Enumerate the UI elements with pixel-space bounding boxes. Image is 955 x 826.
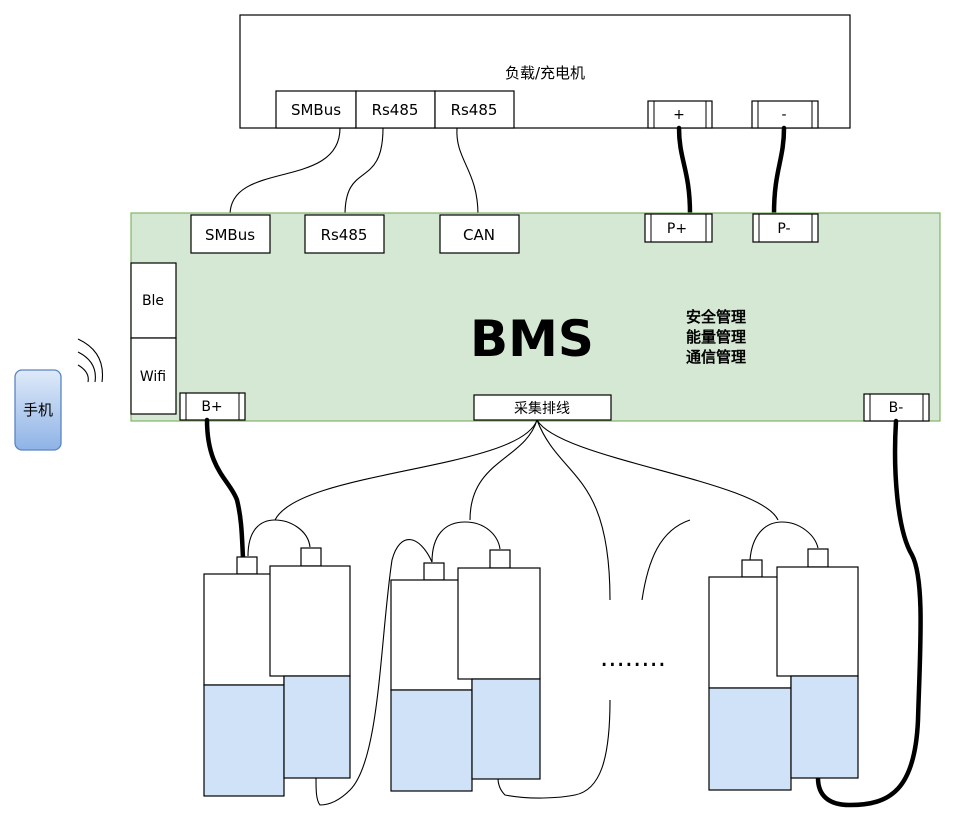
cable-b-plus [204,417,246,561]
lc-port-rs485-2: Rs485 [434,90,515,129]
bms-port-smbus: SMBus [190,214,271,254]
svg-text:采集排线: 采集排线 [514,400,570,417]
bms-port-rs485: Rs485 [304,214,385,254]
bms-terminal-p-plus: P+ [644,213,713,243]
battery-cell [776,548,859,779]
svg-text:B-: B- [889,400,904,416]
lc-port-rs485-1: Rs485 [355,90,436,129]
svg-text:Wifi: Wifi [140,369,166,385]
svg-text:Rs485: Rs485 [321,226,368,244]
bms-terminal-p-minus: P- [752,213,819,243]
bms-port-can: CAN [439,214,520,254]
svg-text:B+: B+ [201,399,222,415]
lc-port-smbus: SMBus [275,90,357,129]
svg-text:-: - [781,107,786,123]
phone: 手机 [14,369,62,451]
bms-feature-comm: 通信管理 [686,348,746,366]
battery-cell [269,547,351,779]
comm-wires [229,127,479,216]
svg-text:P-: P- [777,221,790,237]
bms-board: BMS 安全管理 能量管理 通信管理 SMBus Rs485 CAN P+ P- [130,212,941,422]
ellipsis-more-cells: ........ [600,643,666,673]
bms-module-wifi: Wifi [130,337,177,415]
sampling-wires [247,419,819,806]
bms-feature-safety: 安全管理 [686,308,746,326]
svg-text:Rs485: Rs485 [451,101,498,119]
svg-text:SMBus: SMBus [291,101,341,119]
svg-text:P+: P+ [667,221,687,237]
cable-b-minus [815,418,923,808]
bms-feature-energy: 能量管理 [686,328,746,346]
lc-terminal-minus: - [751,100,819,129]
phone-label: 手机 [23,401,53,419]
svg-text:+: + [673,107,685,123]
wireless-signal-icon [77,338,104,383]
svg-text:Ble: Ble [142,293,164,309]
battery-cell [457,549,541,780]
load-charger: 负载/充电机 SMBus Rs485 Rs485 + - [239,14,851,129]
wire-p-plus [676,125,693,217]
load-charger-title: 负载/充电机 [505,64,585,82]
svg-text:SMBus: SMBus [205,226,255,244]
bms-terminal-b-plus: B+ [179,392,246,421]
svg-text:Rs485: Rs485 [372,101,419,119]
wire-p-minus [771,125,787,217]
battery-cell [203,556,285,797]
bms-sampling-harness: 采集排线 [473,394,612,421]
lc-terminal-plus: + [647,100,713,129]
svg-text:CAN: CAN [463,226,495,244]
bms-terminal-b-minus: B- [863,393,930,422]
bms-title: BMS [470,310,594,368]
bms-module-ble: Ble [130,262,177,339]
